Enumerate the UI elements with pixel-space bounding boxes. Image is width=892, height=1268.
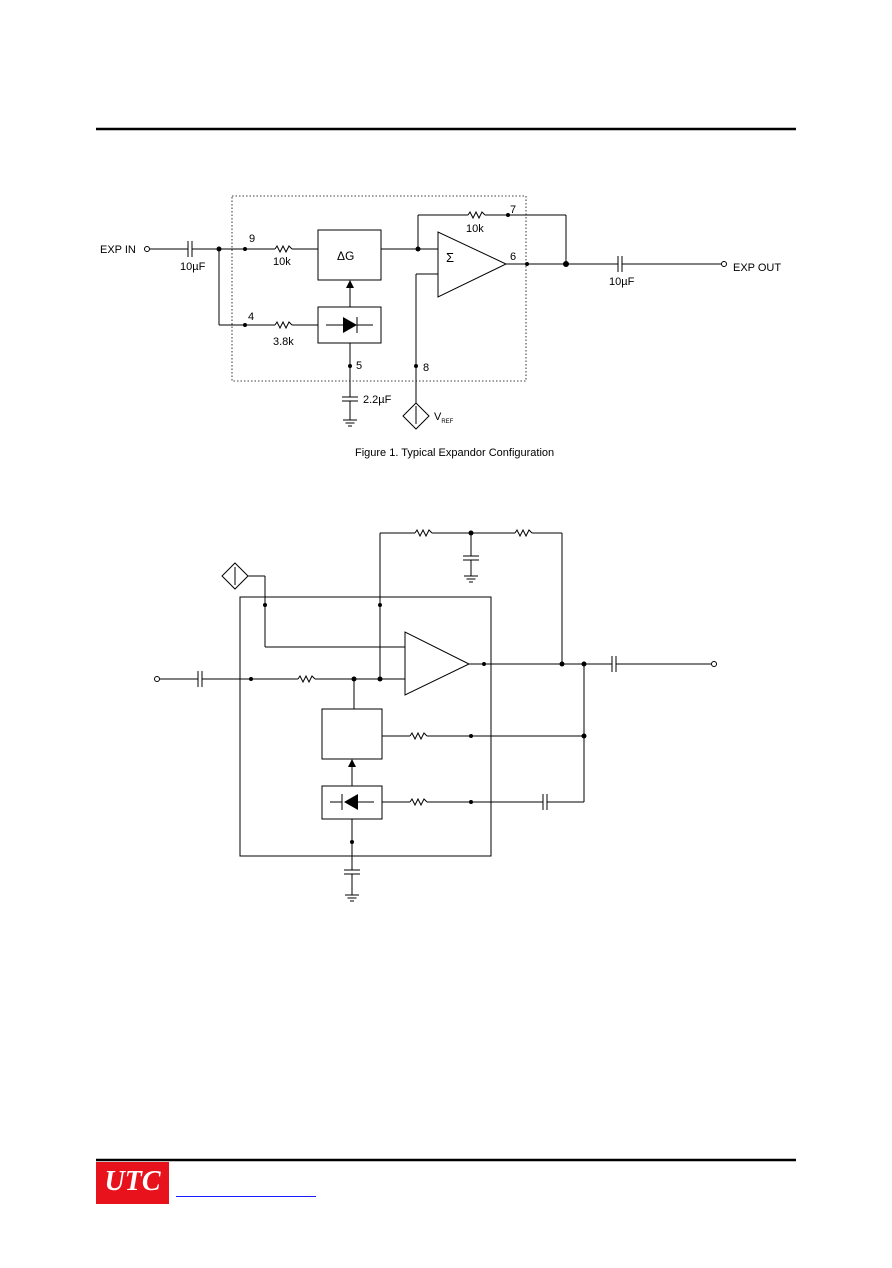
- output-capacitor-2: [611, 656, 617, 672]
- ground-icon-2: [464, 575, 478, 583]
- gain-cell-block: [317, 229, 382, 281]
- pin-4-label: 4: [248, 311, 254, 323]
- figure-1-expandor: EXP IN 10µF 9 10k ΔG 4 3.8k: [100, 195, 781, 459]
- pin-6-label: 6: [510, 251, 516, 263]
- input-capacitor: [187, 241, 193, 257]
- input-capacitor-2: [197, 671, 203, 687]
- exp-out-terminal: [721, 261, 727, 267]
- rectifier-input-capacitor-2: [542, 794, 548, 810]
- vref-label: VREF: [434, 411, 454, 425]
- rectifier-diode-icon: [326, 317, 373, 333]
- input-capacitor-label: 10µF: [180, 261, 206, 273]
- rectifier-capacitor-2: [344, 869, 360, 895]
- filter-capacitor: [463, 555, 479, 576]
- gain-cell-label: ΔG: [337, 249, 354, 263]
- ground-icon: [343, 419, 357, 427]
- output-terminal-2: [711, 661, 717, 667]
- summing-amplifier: [437, 231, 508, 298]
- footer-website-link[interactable]: [176, 1196, 316, 1197]
- resistor-10k-input: [274, 244, 293, 254]
- rectifier-capacitor-label: 2.2µF: [363, 394, 392, 406]
- pin-8-label: 8: [423, 362, 429, 374]
- rectifier-diode-icon-2: [330, 794, 374, 810]
- resistor-10k-feedback: [467, 210, 486, 220]
- pin-9-label: 9: [249, 233, 255, 245]
- output-capacitor-label: 10µF: [609, 276, 635, 288]
- amplifier-2: [404, 631, 471, 696]
- output-capacitor: [617, 256, 623, 272]
- exp-out-label: EXP OUT: [733, 262, 781, 274]
- resistor-10k-input-label: 10k: [273, 256, 291, 268]
- figure-1-caption: Figure 1. Typical Expandor Configuration: [355, 447, 554, 459]
- input-terminal-2: [154, 676, 160, 682]
- ic-boundary: [231, 195, 527, 382]
- resistor-gain-cell-2: [409, 731, 428, 741]
- control-arrow-icon-2: [348, 759, 356, 767]
- resistor-10k-feedback-label: 10k: [466, 223, 484, 235]
- control-arrow-icon: [346, 280, 354, 288]
- figure-2-compressor: [154, 528, 717, 902]
- resistor-top-left: [414, 528, 433, 538]
- ground-icon-3: [345, 894, 359, 902]
- exp-in-terminal: [144, 246, 150, 252]
- utc-logo-text: UTC: [104, 1166, 161, 1197]
- summing-amplifier-label: Σ: [446, 250, 454, 265]
- pin-7-label: 7: [510, 204, 516, 216]
- resistor-rectifier-2: [409, 797, 428, 807]
- rectifier-capacitor: [342, 396, 358, 420]
- exp-in-label: EXP IN: [100, 244, 136, 256]
- resistor-input-2: [297, 674, 316, 684]
- pin-5-label: 5: [356, 360, 362, 372]
- resistor-3.8k: [274, 320, 293, 330]
- resistor-top-right: [514, 528, 533, 538]
- utc-logo: [96, 1162, 169, 1204]
- gain-cell-block-2: [321, 708, 383, 760]
- resistor-3.8k-label: 3.8k: [273, 336, 294, 348]
- ic-box-2: [239, 596, 492, 857]
